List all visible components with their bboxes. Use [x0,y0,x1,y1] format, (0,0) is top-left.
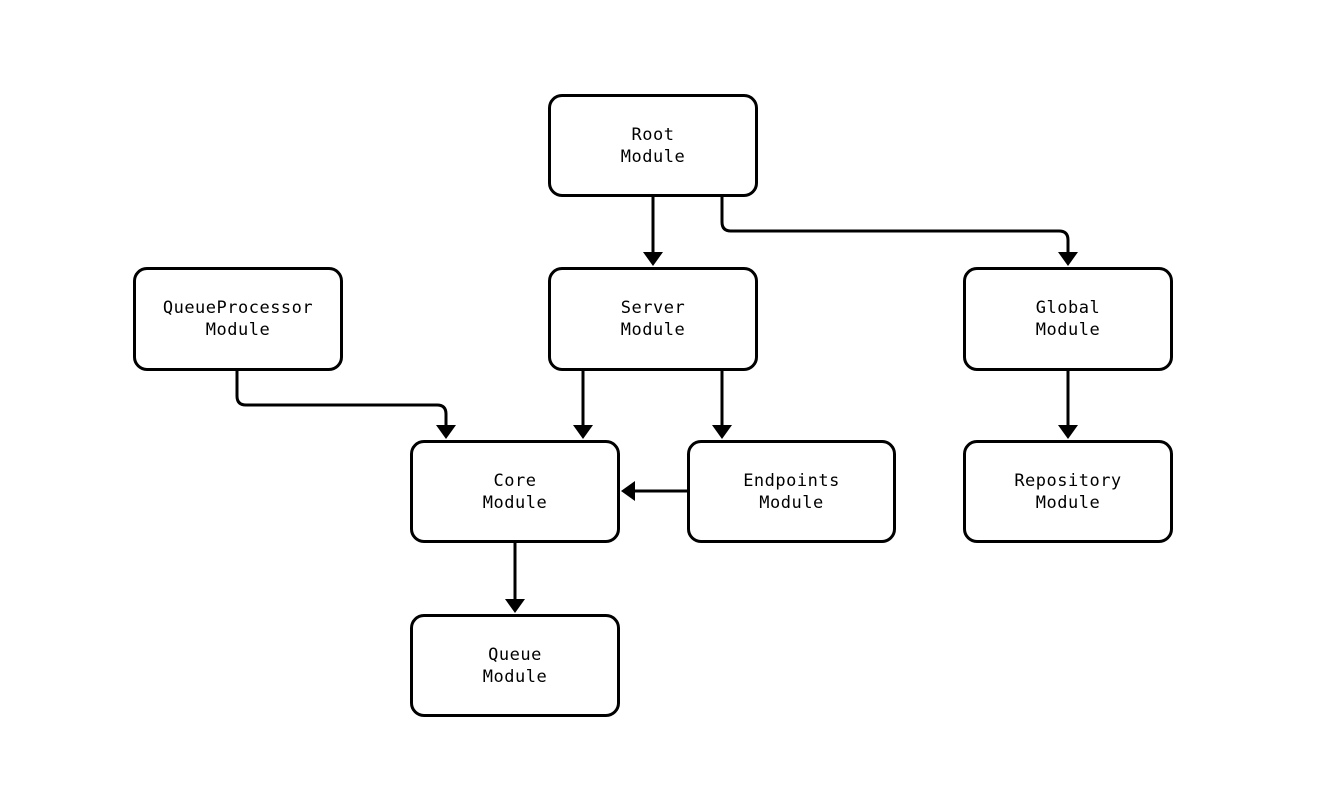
node-queueprocessor-label-line2: Module [205,320,271,340]
node-global-label-line2: Module [1035,320,1101,340]
edge-root-server [643,197,663,266]
arrowhead-icon [621,481,635,501]
node-queueprocessor[interactable]: QueueProcessor Module [133,267,343,371]
node-server[interactable]: Server Module [548,267,758,371]
node-root-label-line1: Root [631,124,675,145]
node-endpoints-label-line2: Module [759,492,824,513]
edge-endpoints-core [621,481,687,501]
node-root[interactable]: Root Module [548,94,758,197]
node-queue[interactable]: Queue Module [410,614,620,717]
node-queue-label-line1: Queue [488,644,542,665]
node-repository[interactable]: Repository Module [963,440,1173,543]
edge-global-repository [1058,371,1078,439]
node-endpoints[interactable]: Endpoints Module [687,440,896,543]
node-core-label-line2: Module [482,492,548,513]
node-repository-label-line2: Module [1035,492,1101,513]
node-root-label-line2: Module [620,146,686,167]
edge-line [720,197,1070,254]
edge-server-endpoints [712,371,732,439]
edge-server-core [573,371,593,439]
arrowhead-icon [573,425,593,439]
node-server-label-line2: Module [620,320,686,340]
node-queue-label-line2: Module [482,666,548,687]
edge-core-queue [505,543,525,613]
node-core-label-line1: Core [493,470,537,491]
arrowhead-icon [1058,252,1078,266]
edge-queueprocessor-core [235,371,456,439]
arrowhead-icon [1058,425,1078,439]
arrowhead-icon [712,425,732,439]
node-queueprocessor-label-line1: QueueProcessor [162,298,314,318]
node-global-label-line1: Global [1035,298,1101,318]
arrowhead-icon [436,425,456,439]
node-repository-label-line1: Repository [1014,470,1122,491]
arrowhead-icon [643,252,663,266]
node-core[interactable]: Core Module [410,440,620,543]
arrowhead-icon [505,599,525,613]
node-server-label-line1: Server [620,298,686,318]
node-endpoints-label-line1: Endpoints [743,470,840,491]
edge-root-global [720,197,1078,266]
node-global[interactable]: Global Module [963,267,1173,371]
edge-line [235,371,448,427]
